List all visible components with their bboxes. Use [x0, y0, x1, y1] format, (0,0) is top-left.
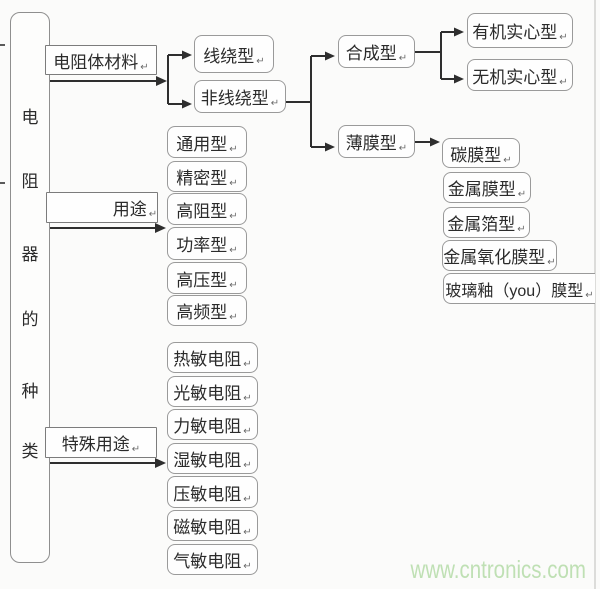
node-metal-film: 金属膜型↵ [443, 172, 531, 203]
node-synthetic-label: 合成型 [345, 44, 397, 63]
root-char-2: 阻 [21, 172, 39, 191]
eol-mark: ↵ [243, 426, 252, 437]
node-high-resistance-label: 高阻型 [176, 201, 228, 221]
eol-mark: ↵ [559, 76, 568, 88]
node-high-resistance: 高阻型↵ [167, 193, 247, 225]
eol-mark: ↵ [243, 460, 252, 471]
eol-mark: ↵ [547, 257, 556, 268]
branch-special-usage-label: 特殊用途 [61, 435, 130, 454]
root-char-5: 种 [21, 382, 39, 401]
branch-usage: 用途 ↵ [46, 192, 158, 223]
eol-mark: ↵ [243, 493, 252, 505]
eol-mark: ↵ [559, 32, 568, 43]
node-high-voltage-label: 高压型 [176, 270, 228, 290]
node-metal-film-label: 金属膜型 [447, 180, 516, 199]
node-gas-sensitive: 气敏电阻↵ [167, 544, 258, 575]
node-glass-glaze-film: 玻璃釉（you）膜型↵ [443, 273, 595, 304]
node-thermistor: 热敏电阻↵ [167, 342, 258, 373]
node-metal-oxide-film: 金属氧化膜型↵ [442, 240, 557, 271]
node-gas-sensitive-label: 气敏电阻 [173, 552, 242, 571]
root-char-6: 类 [21, 442, 39, 461]
eol-mark: ↵ [398, 53, 408, 64]
eol-mark: ↵ [229, 312, 238, 323]
root-char-4: 的 [21, 310, 39, 329]
node-synthetic: 合成型↵ [338, 35, 415, 68]
node-power: 功率型↵ [167, 227, 247, 260]
eol-mark: ↵ [256, 55, 265, 67]
node-high-frequency-label: 高频型 [176, 303, 228, 322]
eol-mark: ↵ [503, 154, 512, 166]
node-non-wire-wound: 非线绕型↵ [194, 80, 286, 113]
node-non-wire-wound-label: 非线绕型 [200, 89, 269, 108]
node-carbon-film: 碳膜型↵ [442, 138, 520, 168]
node-force-sensitive-label: 力敏电阻 [173, 417, 242, 436]
page-edge-line [594, 0, 596, 589]
eol-mark: ↵ [398, 143, 408, 154]
eol-mark: ↵ [229, 178, 238, 189]
node-glass-glaze-film-label: 玻璃釉（you）膜型 [445, 282, 584, 300]
node-inorganic-solid: 无机实心型↵ [467, 59, 573, 91]
node-high-frequency: 高频型↵ [167, 295, 247, 326]
node-humidity-sensitive-label: 湿敏电阻 [173, 451, 242, 470]
arrowheads [155, 27, 464, 468]
eol-mark: ↵ [229, 279, 238, 291]
eol-mark: ↵ [229, 143, 238, 155]
branch-usage-label: 用途 [112, 200, 147, 219]
node-power-label: 功率型 [176, 236, 228, 255]
scan-artifact-dash [0, 44, 5, 46]
eol-mark: ↵ [243, 561, 252, 572]
node-photoresistor-label: 光敏电阻 [173, 384, 242, 403]
node-magnetic-sensitive-label: 磁敏电阻 [173, 518, 242, 537]
node-voltage-sensitive-label: 压敏电阻 [173, 484, 242, 504]
eol-mark: ↵ [517, 189, 527, 200]
eol-mark: ↵ [585, 289, 594, 301]
root-char-3: 器 [21, 245, 39, 264]
node-precision-label: 精密型 [176, 169, 228, 188]
watermark: www.cntronics.com [410, 556, 586, 584]
node-inorganic-solid-label: 无机实心型 [472, 67, 558, 87]
node-force-sensitive: 力敏电阻↵ [167, 409, 258, 440]
node-precision: 精密型↵ [167, 161, 247, 192]
eol-mark: ↵ [243, 393, 252, 404]
node-metal-foil-label: 金属箔型 [447, 215, 516, 234]
branch-special-usage: 特殊用途 ↵ [45, 427, 157, 458]
eol-mark: ↵ [517, 224, 526, 235]
node-thin-film: 薄膜型↵ [338, 125, 415, 158]
branch-material-label: 电阻体材料 [53, 52, 139, 72]
connector-paths [50, 31, 455, 464]
node-wire-wound-label: 线绕型 [203, 46, 255, 66]
eol-mark: ↵ [243, 527, 252, 538]
eol-mark: ↵ [148, 209, 158, 220]
root-char-1: 电 [21, 108, 39, 127]
node-wire-wound: 线绕型↵ [194, 35, 274, 73]
node-general-purpose-label: 通用型 [176, 134, 228, 154]
eol-mark: ↵ [243, 359, 252, 370]
node-metal-foil: 金属箔型↵ [443, 207, 530, 238]
node-general-purpose: 通用型↵ [167, 126, 247, 158]
node-humidity-sensitive: 湿敏电阻↵ [167, 443, 258, 474]
eol-mark: ↵ [229, 245, 238, 256]
node-high-voltage: 高压型↵ [167, 262, 247, 294]
eol-mark: ↵ [131, 444, 141, 455]
eol-mark: ↵ [270, 98, 280, 109]
node-metal-oxide-film-label: 金属氧化膜型 [443, 248, 546, 267]
eol-mark: ↵ [140, 61, 149, 73]
node-photoresistor: 光敏电阻↵ [167, 376, 258, 407]
scan-artifact-dash [0, 182, 5, 184]
node-organic-solid-label: 有机实心型 [472, 23, 558, 42]
node-magnetic-sensitive: 磁敏电阻↵ [167, 510, 258, 541]
node-voltage-sensitive: 压敏电阻↵ [167, 476, 258, 508]
branch-material: 电阻体材料 ↵ [45, 45, 157, 75]
node-organic-solid: 有机实心型↵ [467, 13, 573, 48]
node-thin-film-label: 薄膜型 [345, 134, 397, 153]
root-node-resistor-types [10, 12, 50, 563]
node-carbon-film-label: 碳膜型 [450, 145, 502, 165]
eol-mark: ↵ [229, 210, 238, 222]
node-thermistor-label: 热敏电阻 [173, 350, 242, 369]
